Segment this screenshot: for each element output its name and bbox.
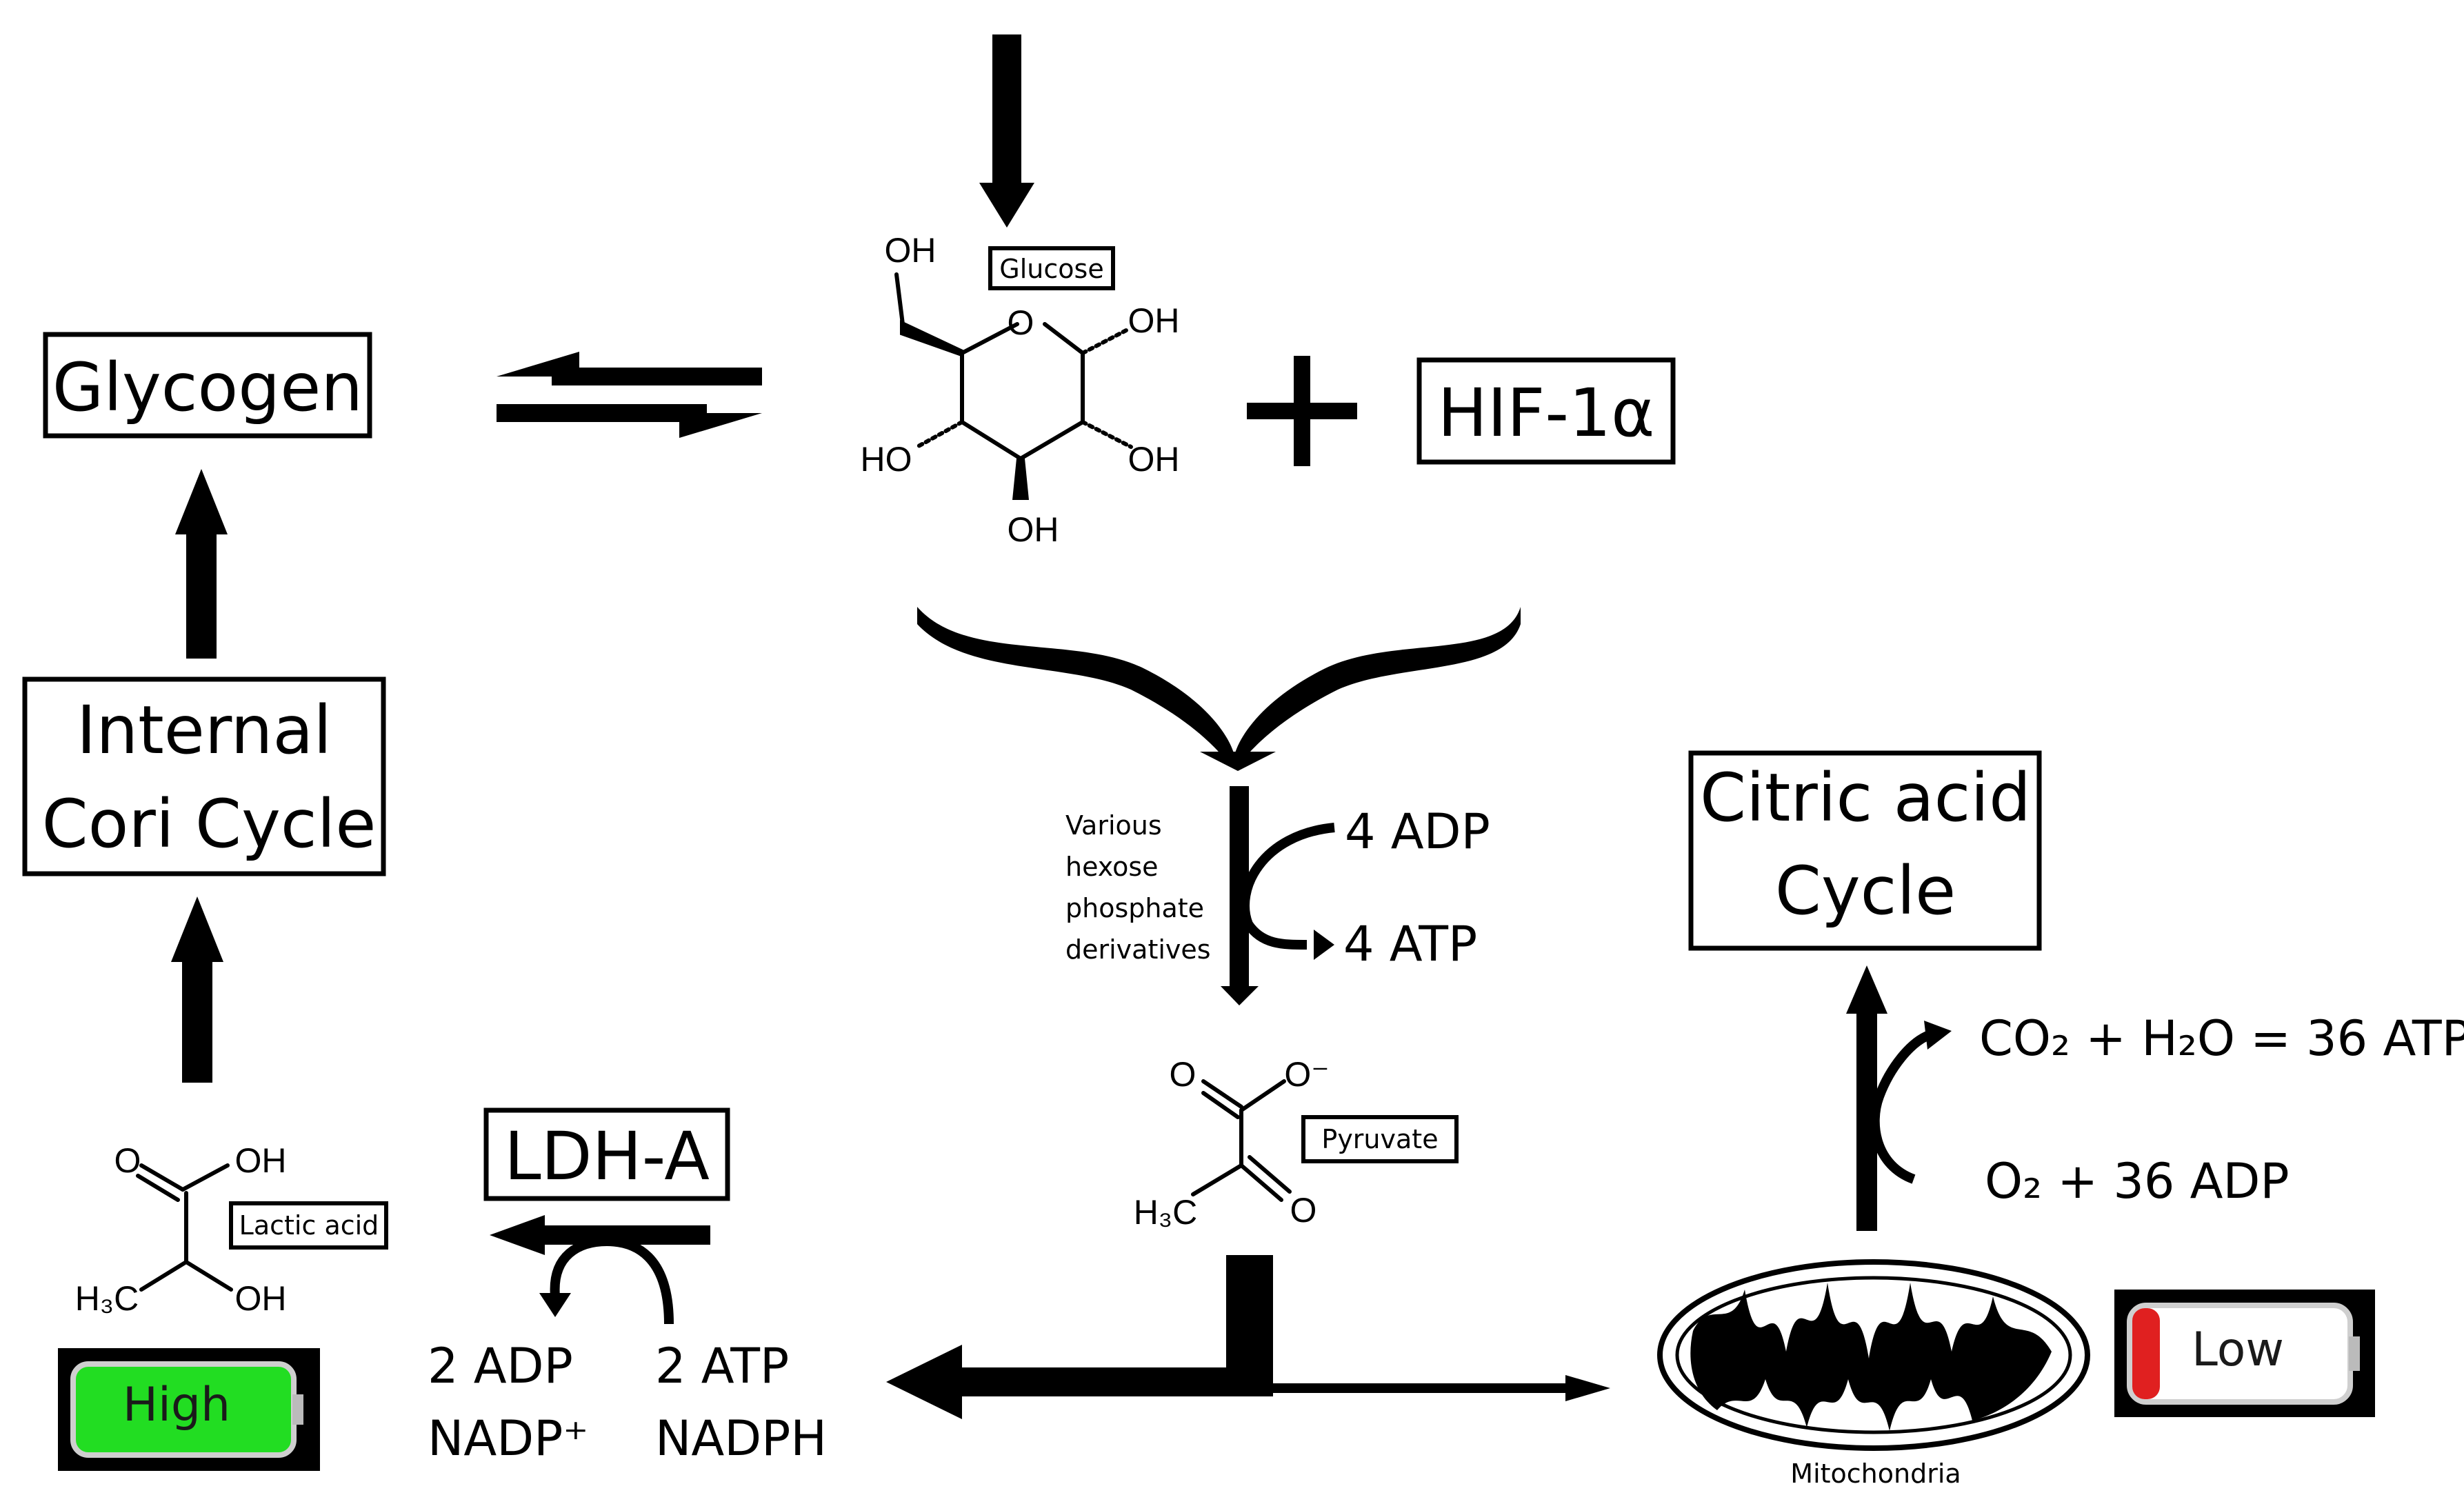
citric-line1: Citric acid	[1700, 759, 2031, 836]
lactic-oh-top: OH	[235, 1141, 287, 1180]
hif-box: HIF-1α	[1416, 357, 1676, 465]
glucose-oh-right-top: OH	[1128, 301, 1180, 340]
glucose-oh-bottom: OH	[1008, 510, 1059, 549]
mitochondria-label: Mitochondria	[1790, 1458, 1961, 1489]
adp4-label: 4 ADP	[1345, 803, 1490, 860]
arrow-into-glucose	[979, 34, 1034, 228]
pyruvate-o-left: O	[1170, 1055, 1196, 1094]
equilibrium-arrows	[497, 352, 762, 438]
ldh-reaction: LDH-A 2 ADP NADP⁺ 2 ATP NADPH	[428, 1107, 827, 1467]
glucose-label: Glucose	[999, 254, 1103, 284]
lactic-h3c: H₃C	[75, 1279, 139, 1318]
citric-acid-box: Citric acid Cycle	[1688, 750, 2042, 951]
oxidative-arrow: CO₂ + H₂O = 36 ATP O₂ + 36 ADP	[1846, 965, 2464, 1231]
internal-cori-box: Internal Cori Cycle	[22, 676, 386, 876]
mitochondria-icon: Mitochondria	[1657, 1259, 2090, 1489]
pyruvate-label: Pyruvate	[1321, 1124, 1438, 1154]
pyruvate-o-minus: O⁻	[1284, 1055, 1329, 1094]
atp4-label: 4 ATP	[1343, 916, 1477, 972]
upward-arrow-upper	[175, 469, 228, 659]
co2-equation: CO₂ + H₂O = 36 ATP	[1979, 1010, 2464, 1067]
lactic-label-box	[229, 1201, 388, 1250]
lactic-label: Lactic acid	[239, 1210, 379, 1241]
merge-brace	[917, 607, 1521, 771]
glycogen-label: Glycogen	[52, 349, 363, 426]
nadp-label: NADP⁺	[428, 1410, 588, 1467]
adp2-label: 2 ADP	[428, 1338, 573, 1394]
atp2-label: 2 ATP	[655, 1338, 789, 1394]
citric-line2: Cycle	[1775, 852, 1956, 930]
various-line2: hexose	[1065, 852, 1159, 882]
pyruvate-h3c: H₃C	[1134, 1193, 1198, 1232]
pyruvate-branch-arrow	[886, 1255, 1610, 1419]
battery-high-label: High	[123, 1378, 230, 1432]
battery-high-icon: High	[58, 1348, 320, 1471]
pyruvate-structure: O O⁻ H₃C O Pyruvate	[1134, 1055, 1459, 1232]
pyruvate-o-bottom: O	[1290, 1191, 1317, 1230]
battery-low-label: Low	[2192, 1323, 2284, 1377]
glucose-label-box	[988, 246, 1115, 290]
plus-sign	[1247, 356, 1357, 466]
ldh-label: LDH-A	[504, 1118, 710, 1195]
battery-low-icon: Low	[2114, 1290, 2375, 1417]
o2-equation: O₂ + 36 ADP	[1985, 1153, 2290, 1210]
glycolysis-arrow: Various hexose phosphate derivatives 4 A…	[1065, 786, 1490, 1005]
upward-arrow-lower	[171, 896, 223, 1083]
hif-label: HIF-1α	[1438, 374, 1655, 452]
glucose-oh-right-bottom: OH	[1128, 440, 1180, 479]
internal-cori-line2: Cori Cycle	[42, 785, 377, 863]
various-line3: phosphate	[1065, 893, 1204, 923]
glucose-ho-left: HO	[861, 440, 912, 479]
internal-cori-line1: Internal	[77, 692, 332, 769]
lactic-o: O	[114, 1141, 141, 1180]
glucose-ring-o: O	[1008, 303, 1034, 342]
glucose-structure: Glucose OH O OH HO OH OH	[861, 231, 1180, 549]
lactic-acid-structure: O OH H₃C OH Lactic acid	[75, 1141, 388, 1318]
nadph-label: NADPH	[655, 1410, 827, 1467]
various-line4: derivatives	[1065, 934, 1211, 965]
various-line1: Various	[1065, 810, 1162, 841]
glucose-oh-top: OH	[885, 231, 936, 270]
lactic-oh-bottom: OH	[235, 1279, 287, 1318]
pyruvate-label-box	[1301, 1115, 1459, 1163]
glycogen-box: Glycogen	[43, 332, 372, 439]
